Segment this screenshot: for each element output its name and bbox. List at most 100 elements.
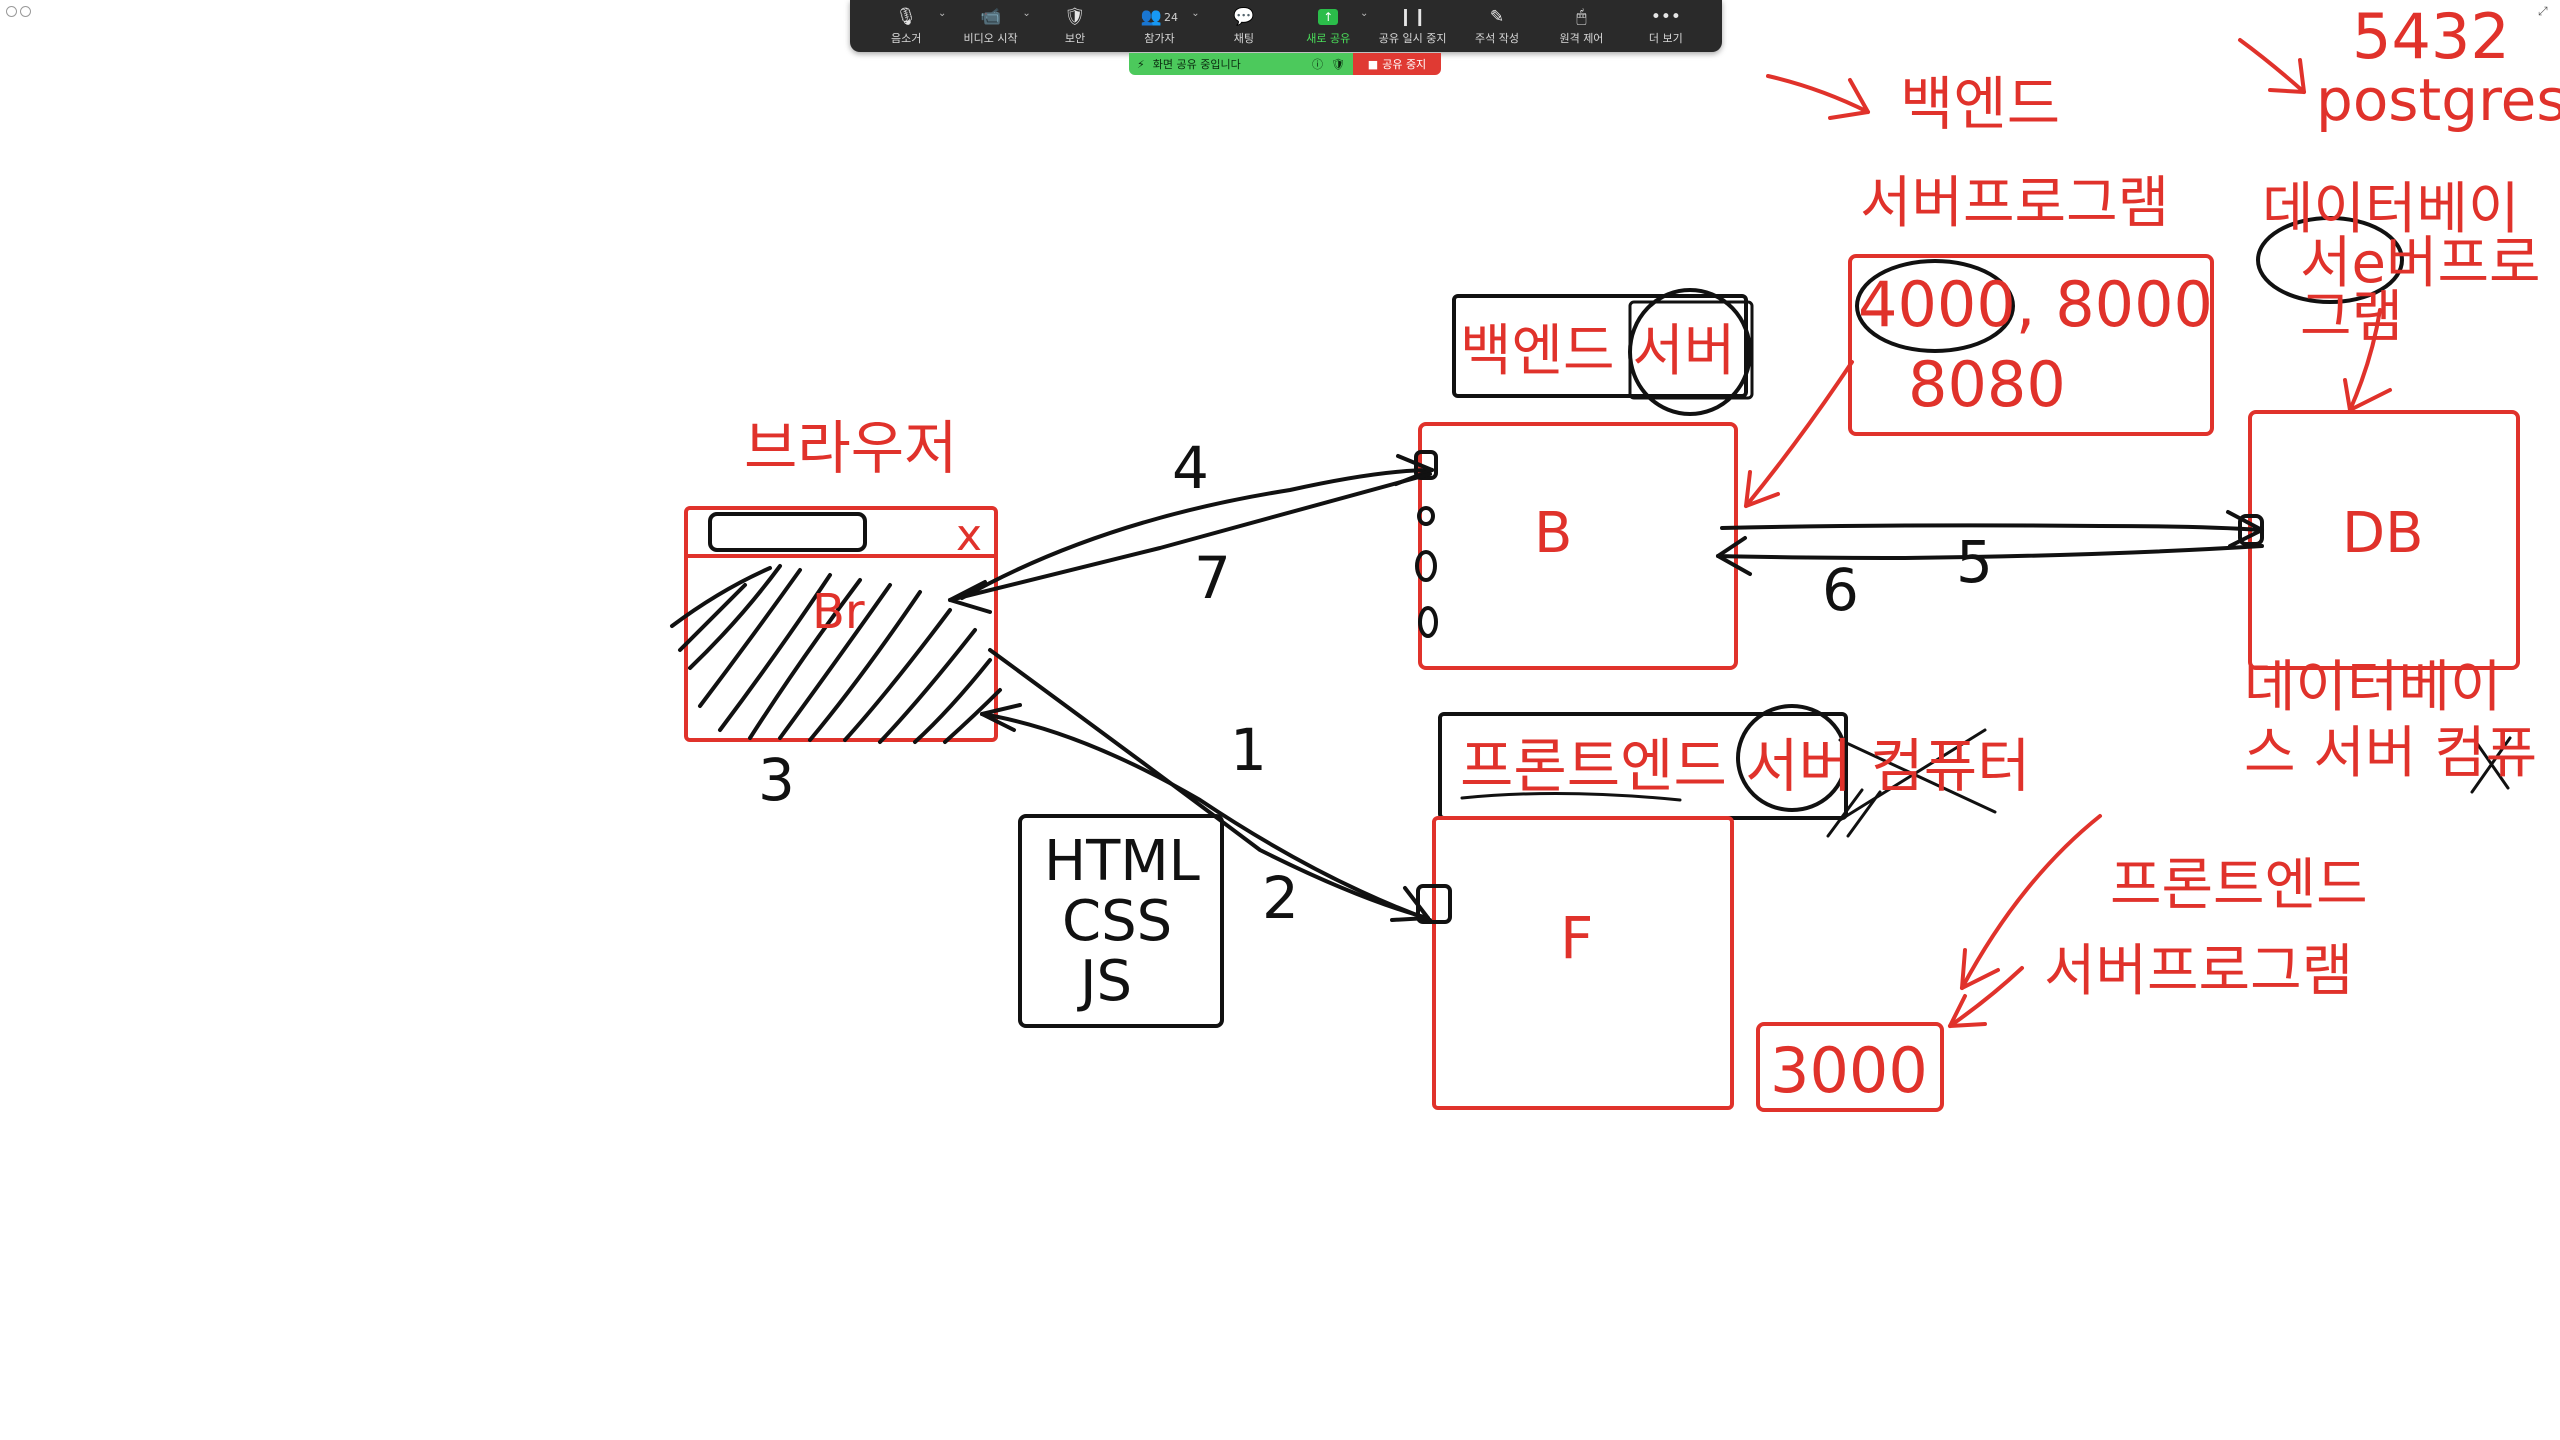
frontend-strike-2 [1838, 728, 1987, 822]
backend-server-circle [1628, 288, 1752, 416]
more-icon: ••• [1650, 7, 1681, 27]
more-button[interactable]: ••• 더 보기 [1648, 7, 1683, 45]
share-status-text: 화면 공유 중입니다 [1152, 58, 1241, 71]
stop-share-button[interactable]: ■ 공유 중지 [1353, 53, 1441, 75]
arrow-backend-to-db [1720, 523, 2264, 532]
db-program-line3: 그램 [2300, 285, 2403, 350]
pause-share-button[interactable]: ❙❙ 공유 일시 중지 [1378, 7, 1447, 45]
top-postgres-arrow [2238, 38, 2306, 94]
microphone-icon: 🎙 [895, 7, 917, 27]
browser-window [684, 506, 998, 742]
port-4000-circle [1855, 259, 2015, 353]
step-5: 5 [1956, 528, 1993, 596]
arrow-db-to-backend [1716, 544, 2264, 560]
mute-button[interactable]: 🎙 음소거 ⌄ [891, 7, 947, 45]
share-status: ⚡ 화면 공유 중입니다 ⓘ 🛡 [1129, 53, 1353, 75]
backend-ports-line2: 8080 [1908, 348, 2066, 421]
backend-ports-line1: 4000, 8000 [1858, 268, 2213, 341]
browser-inner-label: Br [812, 584, 865, 640]
db-server-strike [2470, 736, 2512, 794]
backend-box-label: B [1534, 501, 1572, 566]
frontend-port-label: 3000 [1770, 1034, 1928, 1107]
window-close-dot[interactable] [6, 6, 17, 17]
participant-count: 24 [1164, 10, 1178, 24]
chevron-down-icon[interactable]: ⌄ [1360, 8, 1369, 19]
video-off-icon: 📹 [980, 7, 1002, 27]
backend-port-dot-3 [1418, 606, 1438, 638]
shield-icon: 🛡 [1064, 7, 1086, 27]
share-screen-icon: ↑ [1318, 9, 1339, 25]
frontend-port-arrow [1948, 966, 2024, 1028]
frontend-port-box [1756, 1022, 1944, 1112]
meeting-toolbar: 🎙 음소거 ⌄ 📹 비디오 시작 ⌄ 🛡 보안 👥24 참가자 ⌄ 💬 채팅 ↑… [850, 0, 1722, 52]
frontend-box-label: F [1560, 904, 1593, 972]
backend-port-dot-1 [1417, 506, 1435, 526]
backend-ports-arrow [1744, 360, 1854, 508]
share-indicator-icon: ⚡ [1137, 57, 1145, 71]
browser-close-x: x [956, 510, 982, 561]
pause-icon: ❙❙ [1398, 7, 1427, 27]
arrow-browser-to-backend [960, 468, 1434, 600]
step-6: 6 [1822, 556, 1859, 624]
files-html: HTML [1044, 829, 1200, 894]
db-program-circle [2256, 216, 2404, 304]
frontend-strike-1 [1838, 738, 1997, 814]
step-3: 3 [758, 746, 795, 814]
backend-box [1418, 422, 1738, 670]
window-minimize-dot[interactable] [20, 6, 31, 17]
backend-program-label: 서버프로그램 [1860, 171, 2169, 236]
mouse-icon: 🖱 [1576, 7, 1587, 27]
files-css: CSS [1062, 889, 1172, 954]
arrow-backend-to-browser [948, 472, 1432, 602]
start-video-button[interactable]: 📹 비디오 시작 ⌄ [963, 7, 1031, 45]
frontend-server-label: 프론트엔드 서버 컴퓨터 [1460, 732, 2030, 800]
participants-icon: 👥 [1140, 7, 1162, 27]
participants-button[interactable]: 👥24 참가자 ⌄ [1140, 7, 1200, 45]
arrow-browser-to-frontend [988, 648, 1430, 920]
browser-title: 브라우저 [744, 414, 957, 482]
frontend-label: 프론트엔드 [2110, 853, 2368, 918]
step-2: 2 [1262, 864, 1299, 932]
browser-address-bar [708, 512, 867, 552]
step-7: 7 [1194, 544, 1231, 612]
arrow-frontend-to-browser [980, 712, 1432, 922]
chevron-down-icon[interactable]: ⌄ [938, 8, 947, 19]
db-box [2248, 410, 2520, 670]
frontend-program-label: 서버프로그램 [2044, 939, 2353, 1004]
backend-ports-box [1848, 254, 2214, 436]
step-4: 4 [1172, 434, 1209, 502]
db-program-line2: 서e버프로 [2300, 231, 2541, 296]
db-server-line1: 데이터베이 [2244, 655, 2502, 720]
backend-server-label: 백엔드 서버 [1460, 319, 1735, 384]
annotate-button[interactable]: ✎ 주석 작성 [1475, 7, 1520, 45]
db-port-label: 5432 [2352, 0, 2510, 73]
top-backend-arrow [1766, 74, 1870, 114]
chat-button[interactable]: 💬 채팅 [1233, 7, 1255, 45]
backend-port-dot-2 [1415, 550, 1437, 582]
security-button[interactable]: 🛡 보안 [1064, 7, 1086, 45]
stop-icon: ■ [1367, 57, 1379, 71]
backend-server-label-box [1452, 294, 1748, 398]
browser-hatching [670, 564, 1002, 744]
chevron-down-icon[interactable]: ⌄ [1191, 8, 1200, 19]
frontend-strike-3 [1826, 788, 1882, 838]
db-box-label: DB [2342, 501, 2424, 566]
frontend-box [1432, 816, 1734, 1110]
top-backend-label: 백엔드 [1900, 70, 2060, 138]
new-share-button[interactable]: ↑ 새로 공유 ⌄ [1306, 8, 1369, 45]
step-1: 1 [1230, 716, 1267, 784]
db-program-arrow [2348, 308, 2382, 412]
info-icon[interactable]: ⓘ [1312, 58, 1324, 71]
db-name-label: postgres [2316, 66, 2560, 134]
files-box [1018, 814, 1224, 1028]
frontend-program-arrow [1960, 814, 2102, 990]
chevron-down-icon[interactable]: ⌄ [1022, 8, 1031, 19]
security-shield-icon[interactable]: 🛡 [1331, 57, 1345, 71]
db-server-line2: 스 서버 컴퓨 [2244, 721, 2537, 786]
remote-control-button[interactable]: 🖱 원격 제어 [1559, 7, 1604, 45]
expand-icon[interactable]: ⤢ [2538, 4, 2548, 18]
frontend-underline [1460, 791, 1682, 802]
chat-icon: 💬 [1233, 7, 1255, 27]
share-status-bar: ⚡ 화면 공유 중입니다 ⓘ 🛡 ■ 공유 중지 [1129, 53, 1441, 75]
